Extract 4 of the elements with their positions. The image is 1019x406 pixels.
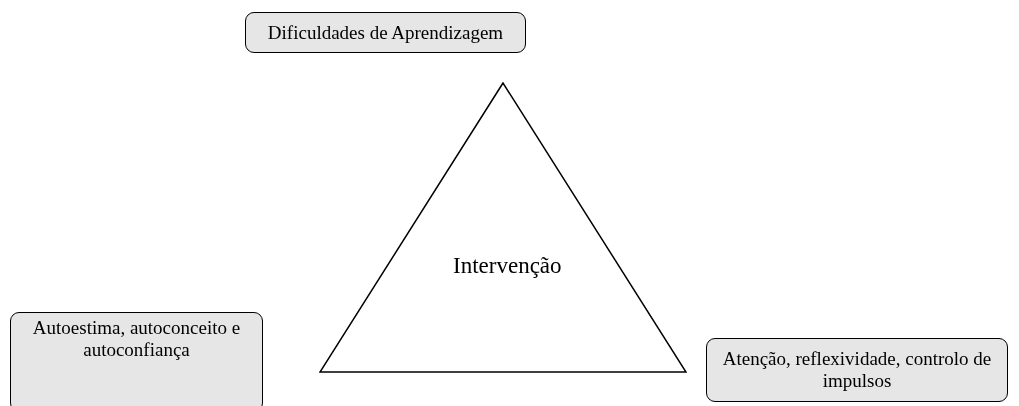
label-box: Atenção, reflexividade, controlo de impulsos [706,338,1008,402]
label-box: Autoestima, autoconceito e autoconfiança [10,312,263,406]
label-box: Dificuldades de Aprendizagem [245,12,526,53]
center-label: Intervenção [453,253,562,279]
